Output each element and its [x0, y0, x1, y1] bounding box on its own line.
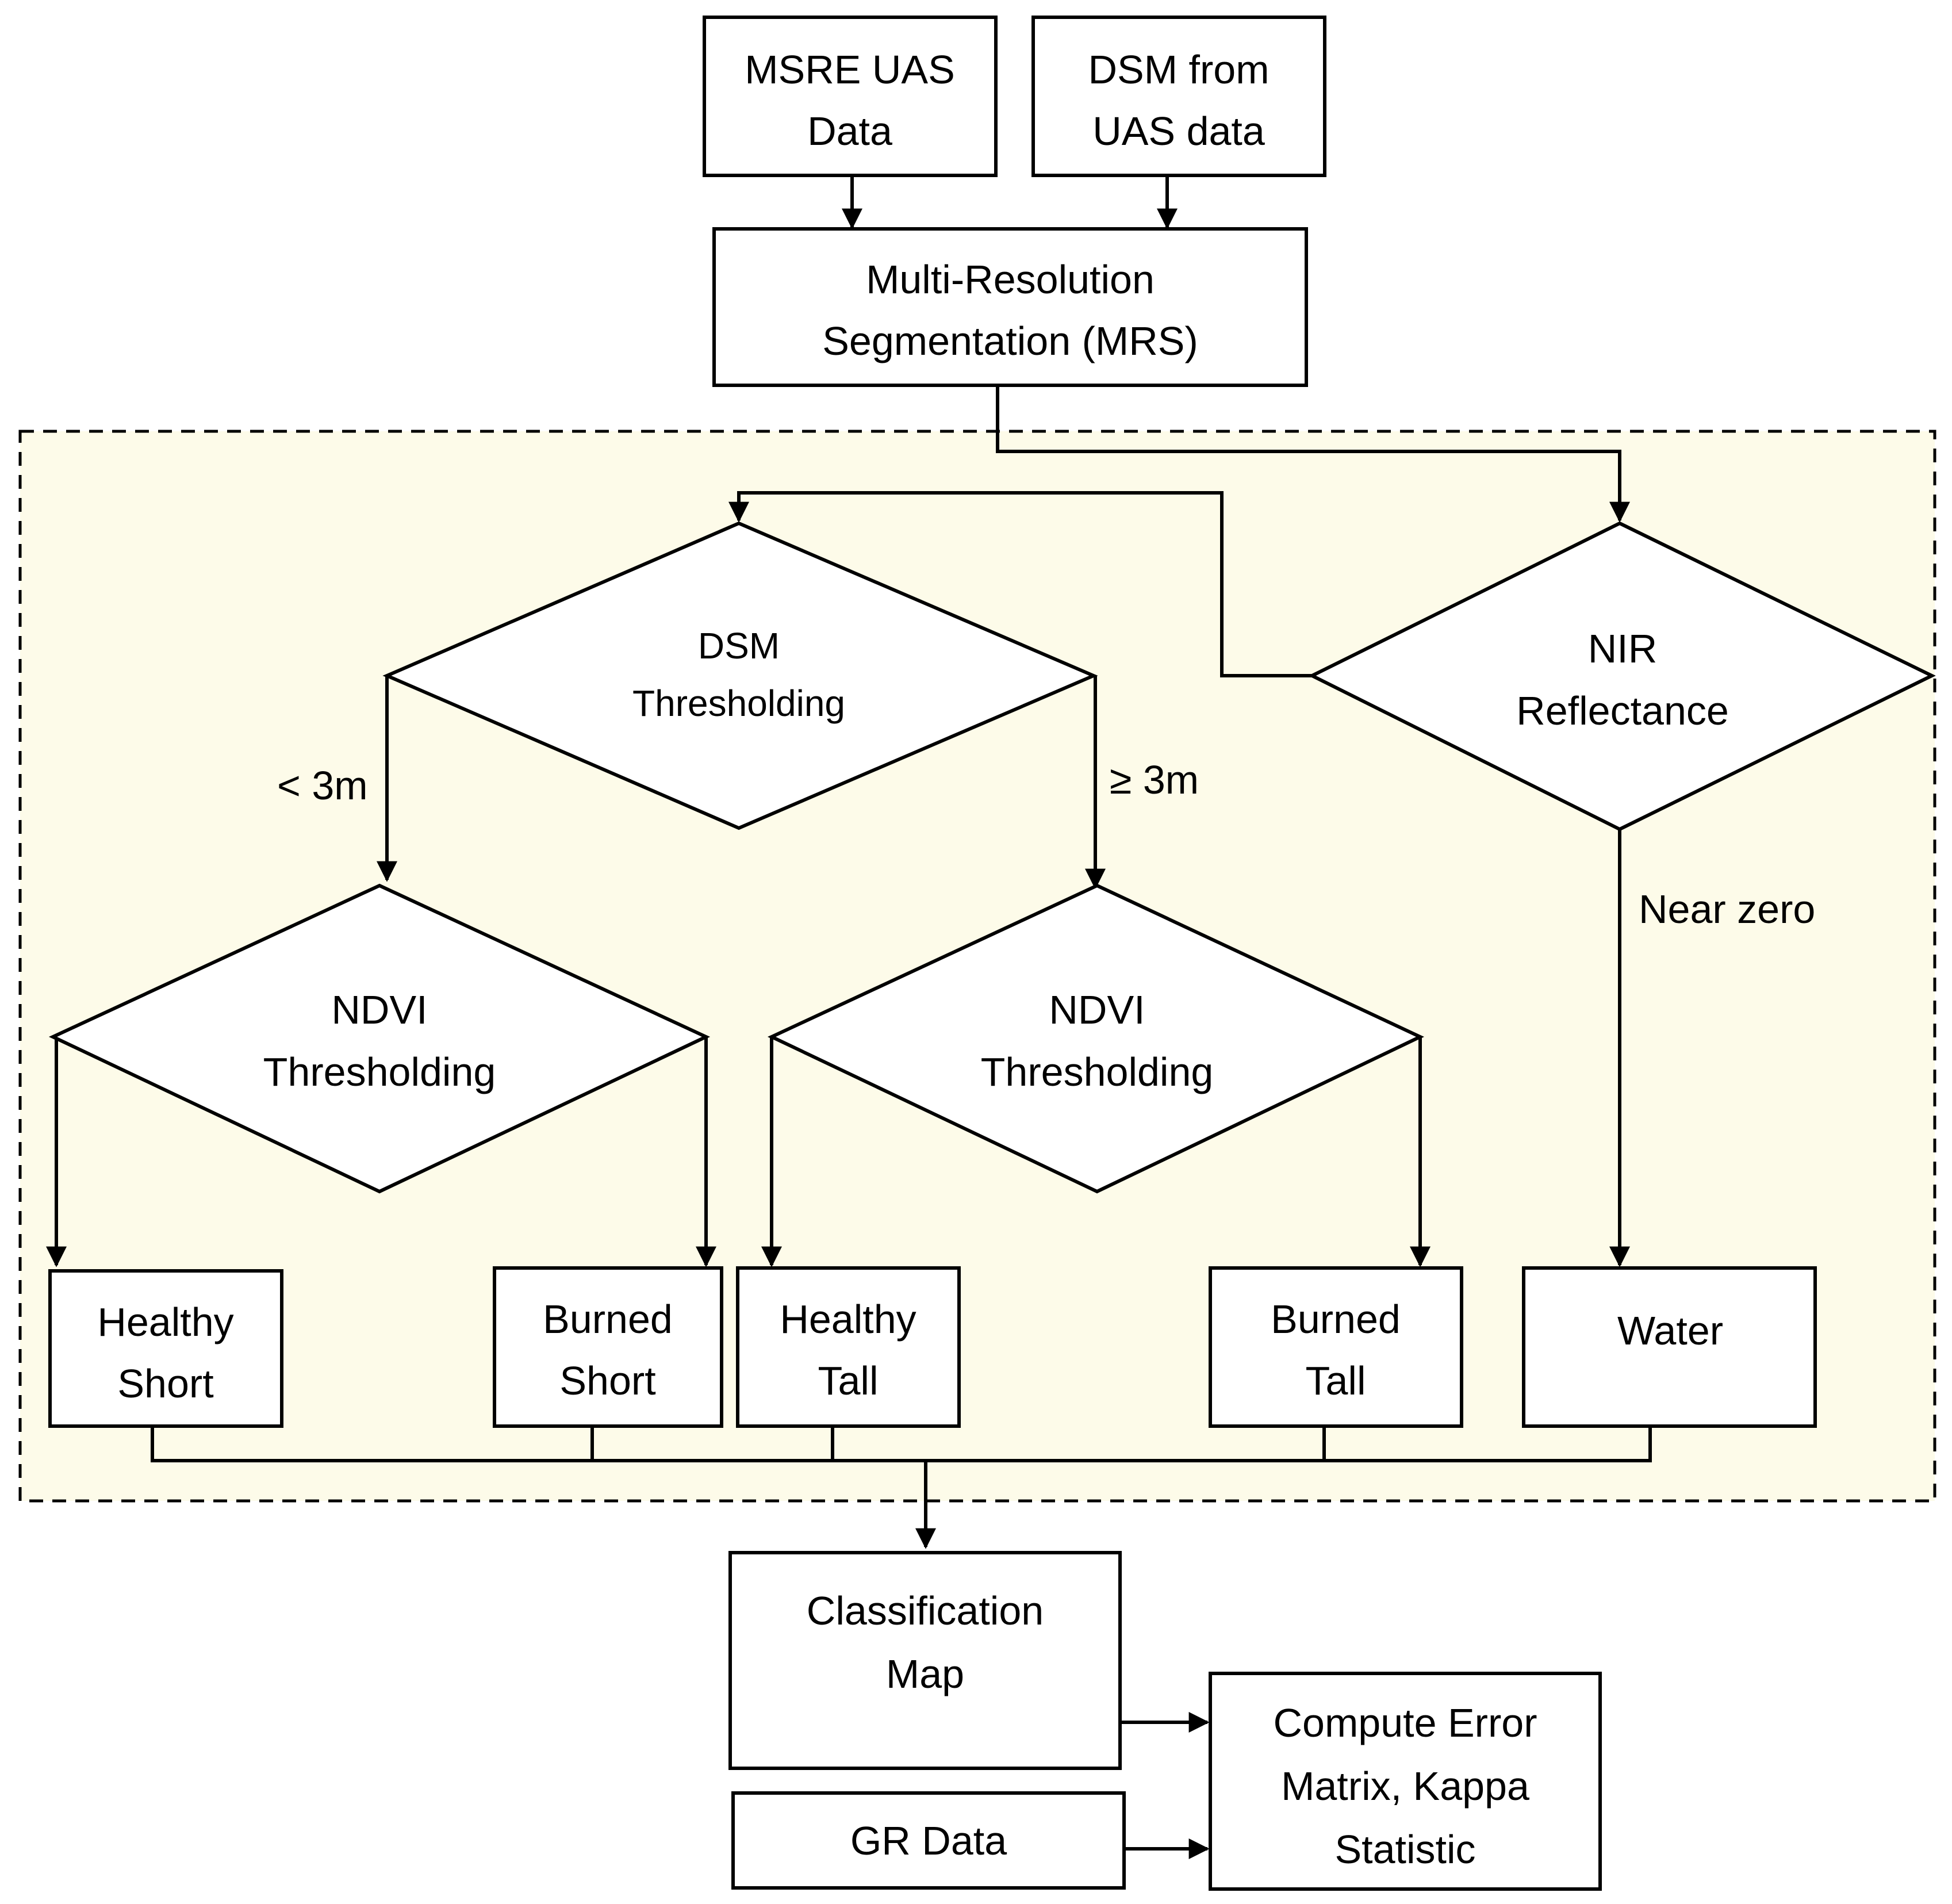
burned-short-label-2: Short [559, 1358, 655, 1403]
mrs-label-1: Multi-Resolution [866, 257, 1155, 302]
nir-reflectance-diamond: NIR Reflectance [1308, 521, 1936, 832]
healthy-tall-label-2: Tall [818, 1358, 878, 1403]
edge-label-lt-3m: < 3m [277, 763, 368, 808]
classification-map-label-2: Map [886, 1652, 964, 1696]
healthy-tall-label-1: Healthy [780, 1297, 916, 1342]
compute-error-label-3: Statistic [1334, 1827, 1475, 1872]
dsm-thresholding-diamond: DSM Thresholding [382, 521, 1098, 830]
nir-reflectance-label-1: NIR [1588, 626, 1658, 671]
msre-uas-data-box: MSRE UAS Data [703, 16, 998, 177]
classification-map-label-1: Classification [807, 1588, 1044, 1633]
burned-tall-label-1: Burned [1271, 1297, 1401, 1342]
compute-error-label-1: Compute Error [1273, 1700, 1537, 1745]
edge-label-near-zero: Near zero [1639, 887, 1815, 932]
dsm-from-uas-label-2: UAS data [1092, 109, 1265, 154]
msre-uas-data-label-1: MSRE UAS [745, 47, 955, 92]
burned-tall-label-2: Tall [1305, 1358, 1366, 1403]
burned-short-label-1: Burned [543, 1297, 673, 1342]
nir-reflectance-label-2: Reflectance [1516, 688, 1729, 733]
edge-nir-to-dsm [728, 491, 1312, 677]
burned-tall-box: Burned Tall [1209, 1266, 1463, 1428]
burned-short-box: Burned Short [493, 1266, 723, 1428]
healthy-short-label-2: Short [117, 1361, 213, 1406]
classification-map-box: Classification Map [728, 1551, 1122, 1770]
mrs-label-2: Segmentation (MRS) [822, 319, 1198, 363]
dsm-from-uas-label-1: DSM from [1088, 47, 1270, 92]
edge-label-ge-3m: ≥ 3m [1110, 757, 1199, 802]
healthy-tall-box: Healthy Tall [736, 1266, 961, 1428]
edge-mrs-to-nir [996, 385, 1630, 523]
connectors [46, 175, 1652, 1859]
water-label: Water [1617, 1308, 1723, 1353]
mrs-box: Multi-Resolution Segmentation (MRS) [712, 227, 1308, 387]
ndvi-thresholding-right-diamond: NDVI Thresholding [767, 883, 1425, 1194]
ndvi-left-label-1: NDVI [331, 987, 427, 1032]
compute-error-label-2: Matrix, Kappa [1281, 1764, 1529, 1809]
ndvi-right-label-2: Thresholding [981, 1049, 1214, 1094]
healthy-short-box: Healthy Short [48, 1269, 283, 1428]
merge-bus [151, 1426, 1652, 1462]
ndvi-thresholding-left-diamond: NDVI Thresholding [48, 883, 711, 1194]
dsm-thresholding-label-1: DSM [698, 625, 780, 666]
gr-data-label: GR Data [850, 1818, 1007, 1863]
ndvi-right-label-1: NDVI [1049, 987, 1145, 1032]
dsm-thresholding-label-2: Thresholding [632, 683, 845, 724]
msre-uas-data-label-2: Data [807, 109, 892, 154]
compute-error-box: Compute Error Matrix, Kappa Statistic [1209, 1672, 1602, 1891]
gr-data-box: GR Data [731, 1791, 1126, 1890]
water-box: Water [1522, 1266, 1817, 1428]
ndvi-left-label-2: Thresholding [263, 1049, 496, 1094]
healthy-short-label-1: Healthy [97, 1300, 233, 1344]
dsm-from-uas-data-box: DSM from UAS data [1031, 16, 1326, 177]
